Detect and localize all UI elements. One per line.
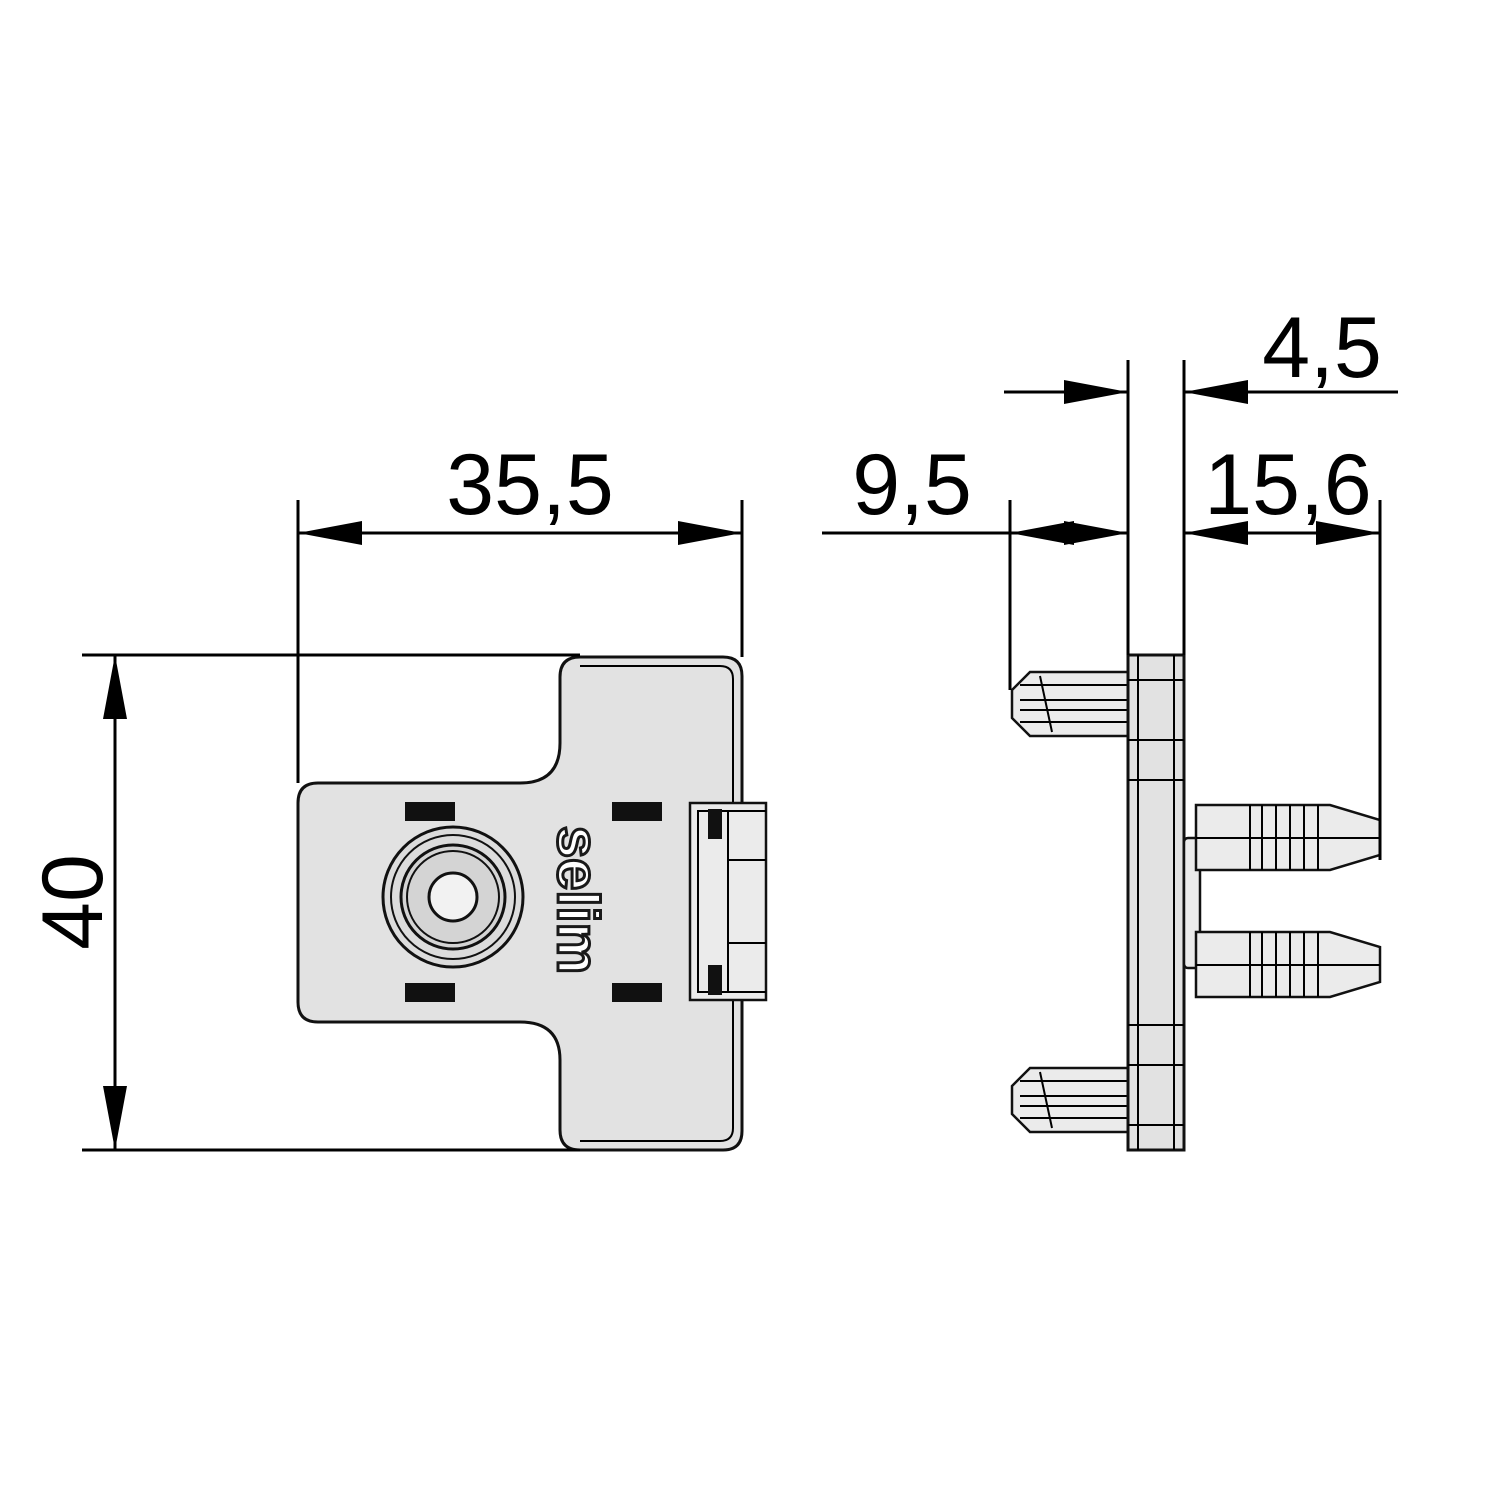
- dimension-short-pin: 9,5: [822, 437, 1128, 690]
- dimension-width: 35,5: [296, 437, 744, 783]
- side-clip: [688, 801, 768, 1002]
- slot-bottom-left: [405, 983, 455, 1002]
- slot-bottom-right: [612, 983, 662, 1002]
- long-pin-bottom: [1194, 930, 1382, 999]
- dimension-long-pin: 15,6: [1184, 437, 1382, 860]
- dimension-height-label: 40: [25, 854, 121, 950]
- center-boss: [381, 825, 525, 969]
- center-hole: [427, 871, 479, 923]
- dimension-long-pin-label: 15,6: [1204, 437, 1371, 533]
- short-pin-top: [1010, 670, 1130, 738]
- brand-logo: selim: [545, 826, 610, 974]
- dimension-height: 40: [25, 653, 580, 1152]
- long-pin-top: [1194, 803, 1382, 872]
- dimension-plate-thickness: 4,5: [1004, 300, 1398, 655]
- side-plate: [1126, 653, 1202, 1152]
- front-view: selim: [296, 655, 768, 1152]
- dimension-width-label: 35,5: [446, 437, 613, 533]
- slot-top-right: [612, 802, 662, 821]
- short-pin-bottom: [1010, 1066, 1130, 1134]
- dimension-short-pin-label: 9,5: [852, 437, 972, 533]
- slot-top-left: [405, 802, 455, 821]
- side-view: [1010, 653, 1382, 1152]
- dimension-plate-thickness-label: 4,5: [1262, 300, 1382, 396]
